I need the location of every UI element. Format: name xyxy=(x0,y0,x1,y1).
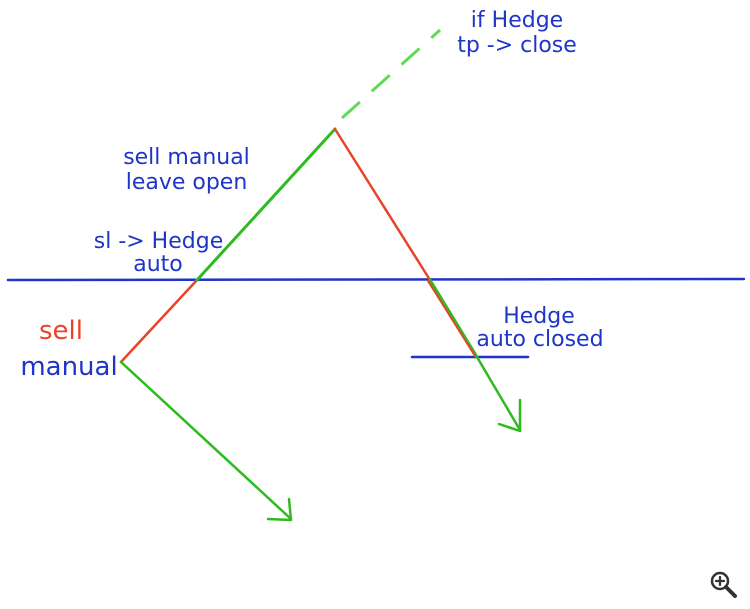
right-arrow-shaft xyxy=(475,355,522,432)
left-arrow-shaft xyxy=(119,360,293,521)
label-sell-manual-top: sell manual xyxy=(123,145,250,170)
sell-to-level-red xyxy=(119,278,199,364)
label-tp-close: tp -> close xyxy=(457,33,577,58)
label-sell: sell xyxy=(39,316,83,346)
hedge-green-under xyxy=(428,278,479,359)
right-arrow-head xyxy=(497,398,522,433)
label-auto: auto xyxy=(133,252,183,277)
left-arrow-head xyxy=(266,497,293,522)
hedge-red-over xyxy=(427,280,476,357)
level-line xyxy=(6,277,746,282)
label-hedge: Hedge xyxy=(503,304,575,329)
peak-down-red xyxy=(333,127,432,282)
hedge-tp-dashed xyxy=(340,28,442,120)
level-to-peak-green xyxy=(195,127,337,282)
label-leave-open: leave open xyxy=(125,170,248,195)
label-if-hedge: if Hedge xyxy=(470,8,564,33)
zoom-in-icon[interactable] xyxy=(708,569,738,599)
label-sl-hedge: sl -> Hedge xyxy=(93,229,224,254)
label-manual: manual xyxy=(20,352,118,382)
label-auto-closed: auto closed xyxy=(476,327,604,352)
